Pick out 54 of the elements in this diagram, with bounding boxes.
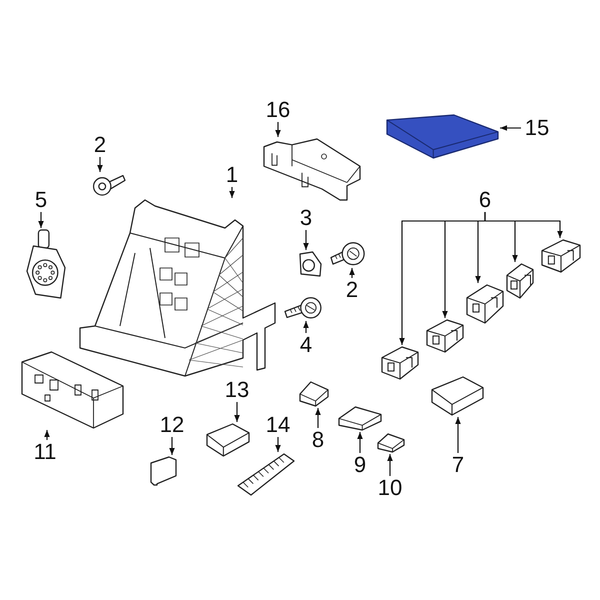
callout-number: 6	[476, 188, 494, 212]
leader-line	[169, 437, 175, 455]
leader-line	[229, 187, 235, 198]
leader-line	[275, 122, 281, 137]
connector-drawing	[337, 405, 383, 432]
callout-number: 10	[374, 476, 406, 500]
callout-number: 14	[262, 413, 294, 437]
callout-number: 15	[521, 116, 553, 140]
connector-drawing	[376, 432, 406, 454]
connector-drawing	[465, 283, 505, 325]
leader-line	[500, 125, 521, 131]
connector-drawing	[540, 238, 582, 274]
connector-drawing	[380, 345, 420, 381]
bolt-drawing	[328, 242, 363, 268]
connector-drawing	[425, 318, 465, 354]
callout-number: 12	[156, 413, 188, 437]
control-module-drawing	[385, 113, 500, 160]
callout-number: 13	[221, 378, 253, 402]
relay-drawing	[430, 375, 485, 417]
leader-line	[38, 212, 44, 228]
connector-drawing	[298, 380, 330, 408]
leader-line	[387, 454, 393, 476]
callout-number: 2	[343, 278, 361, 302]
callout-number: 3	[297, 206, 315, 230]
fuse-strip-drawing	[236, 452, 296, 497]
leader-line	[97, 157, 103, 172]
callout-number: 11	[29, 440, 61, 464]
leader-line	[44, 430, 50, 440]
leader-line	[315, 408, 321, 428]
callout-number: 8	[309, 428, 327, 452]
leader-line	[349, 268, 355, 278]
control-module-drawing	[262, 137, 362, 202]
callout-number: 1	[223, 163, 241, 187]
leader-line	[303, 230, 309, 250]
buzzer-drawing	[25, 228, 67, 300]
connector-drawing	[505, 262, 535, 300]
nut-drawing	[297, 250, 323, 278]
callout-number: 2	[91, 133, 109, 157]
bolt-drawing	[92, 172, 126, 196]
leader-line	[484, 212, 563, 238]
leader-line	[303, 321, 309, 333]
leader-line	[275, 437, 281, 452]
leader-line	[234, 402, 240, 422]
bolt-drawing	[282, 297, 322, 321]
leader-line	[357, 432, 363, 453]
callout-number: 5	[32, 188, 50, 212]
callout-number: 9	[351, 453, 369, 477]
callout-number: 4	[297, 333, 315, 357]
callout-number: 7	[449, 453, 467, 477]
fuse-drawing	[148, 455, 178, 487]
fuse-block-drawing	[20, 350, 125, 430]
relay-drawing	[205, 422, 251, 458]
leader-line	[455, 417, 461, 453]
callout-number: 16	[262, 98, 294, 122]
